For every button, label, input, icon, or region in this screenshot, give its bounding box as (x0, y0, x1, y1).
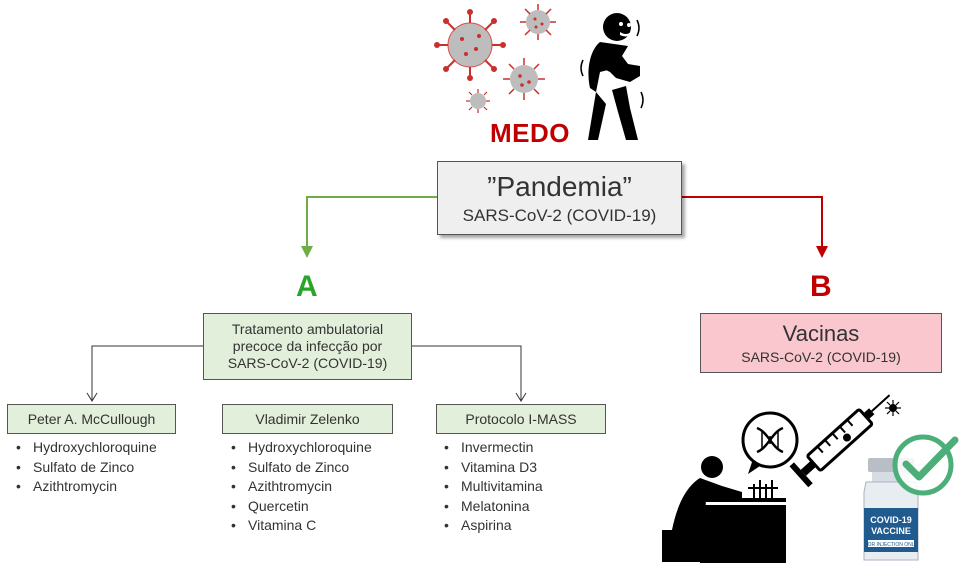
zelenko-list: Hydroxychloroquine Sulfato de Zinco Azit… (229, 438, 372, 536)
protocol-zelenko-header: Vladimir Zelenko (222, 404, 393, 434)
list-item: Hydroxychloroquine (14, 438, 157, 458)
list-item: Aspirina (442, 516, 543, 536)
checkmark-icon (892, 434, 959, 496)
list-item: Vitamina D3 (442, 458, 543, 478)
scientist-icon (662, 456, 786, 563)
virus-icon (520, 4, 556, 40)
virus-icon (466, 89, 490, 113)
vial-label-line3: FOR INJECTION ONLY (865, 542, 919, 548)
protocol-name: Protocolo I-MASS (465, 411, 577, 427)
vaccine-vial-icon: COVID-19 VACCINE FOR INJECTION ONLY (863, 458, 919, 561)
virus-icon (885, 400, 901, 416)
treatment-box: Tratamento ambulatorial precoce da infec… (203, 313, 412, 380)
list-item: Multivitamina (442, 477, 543, 497)
vaccines-title: Vacinas (782, 320, 860, 346)
treatment-line: precoce da infecção por (232, 338, 383, 354)
dna-icon (741, 411, 799, 474)
pandemic-subtitle: SARS-CoV-2 (COVID-19) (462, 205, 657, 225)
protocol-mccullough-header: Peter A. McCullough (7, 404, 176, 434)
pandemic-title: ”Pandemia” (487, 170, 632, 202)
fear-label: MEDO (490, 118, 570, 148)
virus-icon (503, 58, 545, 100)
list-item: Azithtromycin (14, 477, 157, 497)
branch-a-letter: A (296, 270, 318, 303)
list-item: Azithtromycin (229, 477, 372, 497)
protocol-imass-header: Protocolo I-MASS (436, 404, 606, 434)
vaccines-subtitle: SARS-CoV-2 (COVID-19) (741, 348, 901, 365)
list-item: Invermectin (442, 438, 543, 458)
list-item: Hydroxychloroquine (229, 438, 372, 458)
list-item: Quercetin (229, 497, 372, 517)
mccullough-list: Hydroxychloroquine Sulfato de Zinco Azit… (14, 438, 157, 497)
branch-b-letter: B (810, 270, 832, 303)
protocol-name: Vladimir Zelenko (255, 411, 360, 427)
vial-label-line2: VACCINE (871, 526, 911, 536)
treatment-line: Tratamento ambulatorial (231, 321, 384, 337)
protocol-name: Peter A. McCullough (27, 411, 156, 427)
pandemic-box: ”Pandemia” SARS-CoV-2 (COVID-19) (437, 161, 682, 235)
virus-icon (434, 9, 506, 81)
list-item: Sulfato de Zinco (229, 458, 372, 478)
imass-list: Invermectin Vitamina D3 Multivitamina Me… (442, 438, 543, 536)
syringe-icon (789, 394, 891, 488)
list-item: Melatonina (442, 497, 543, 517)
list-item: Sulfato de Zinco (14, 458, 157, 478)
vaccines-box: Vacinas SARS-CoV-2 (COVID-19) (700, 313, 942, 373)
vial-label-line1: COVID-19 (870, 515, 912, 525)
test-tubes-icon (748, 480, 778, 498)
treatment-line: SARS-CoV-2 (COVID-19) (227, 355, 388, 371)
list-item: Vitamina C (229, 516, 372, 536)
